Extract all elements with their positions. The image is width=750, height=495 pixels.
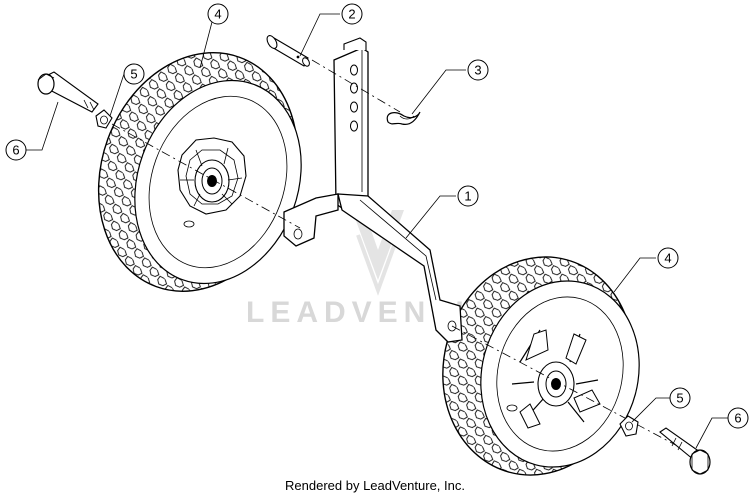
hairpin-clip (386, 111, 421, 125)
pin-centerline (311, 59, 401, 113)
svg-text:3: 3 (474, 63, 481, 78)
right-axle-centerline (451, 325, 701, 459)
callout-leaders (26, 13, 728, 449)
svg-text:4: 4 (214, 7, 221, 22)
left-axle-centerline (111, 123, 301, 229)
left-wheel (97, 52, 302, 292)
svg-text:1: 1 (464, 189, 471, 204)
left-wheel-hub (177, 137, 247, 228)
svg-text:6: 6 (734, 411, 741, 426)
callout-5-left-washer: 5 (123, 63, 145, 85)
axle-bracket (283, 37, 463, 343)
svg-text:5: 5 (130, 67, 137, 82)
callout-2: 2 (341, 3, 363, 25)
callout-5-right-washer: 5 (669, 387, 691, 409)
callout-3: 3 (467, 59, 489, 81)
svg-text:5: 5 (676, 391, 683, 406)
clevis-pin (266, 35, 310, 67)
svg-text:6: 6 (12, 143, 19, 158)
callout-6-left-bolt: 6 (5, 139, 27, 161)
rendered-by-credit: Rendered by LeadVenture, Inc. (285, 478, 465, 493)
callout-6-right-bolt: 6 (727, 407, 749, 429)
left-shoulder-bolt (37, 71, 99, 113)
svg-text:4: 4 (664, 251, 671, 266)
svg-text:2: 2 (348, 7, 355, 22)
callout-4-right-wheel: 4 (657, 247, 679, 269)
callout-4-left-wheel: 4 (207, 3, 229, 25)
left-washer (95, 109, 113, 129)
callout-1: 1 (457, 185, 479, 207)
right-wheel (442, 256, 640, 476)
right-shoulder-bolt (659, 427, 711, 475)
right-wheel-hub (506, 329, 601, 429)
